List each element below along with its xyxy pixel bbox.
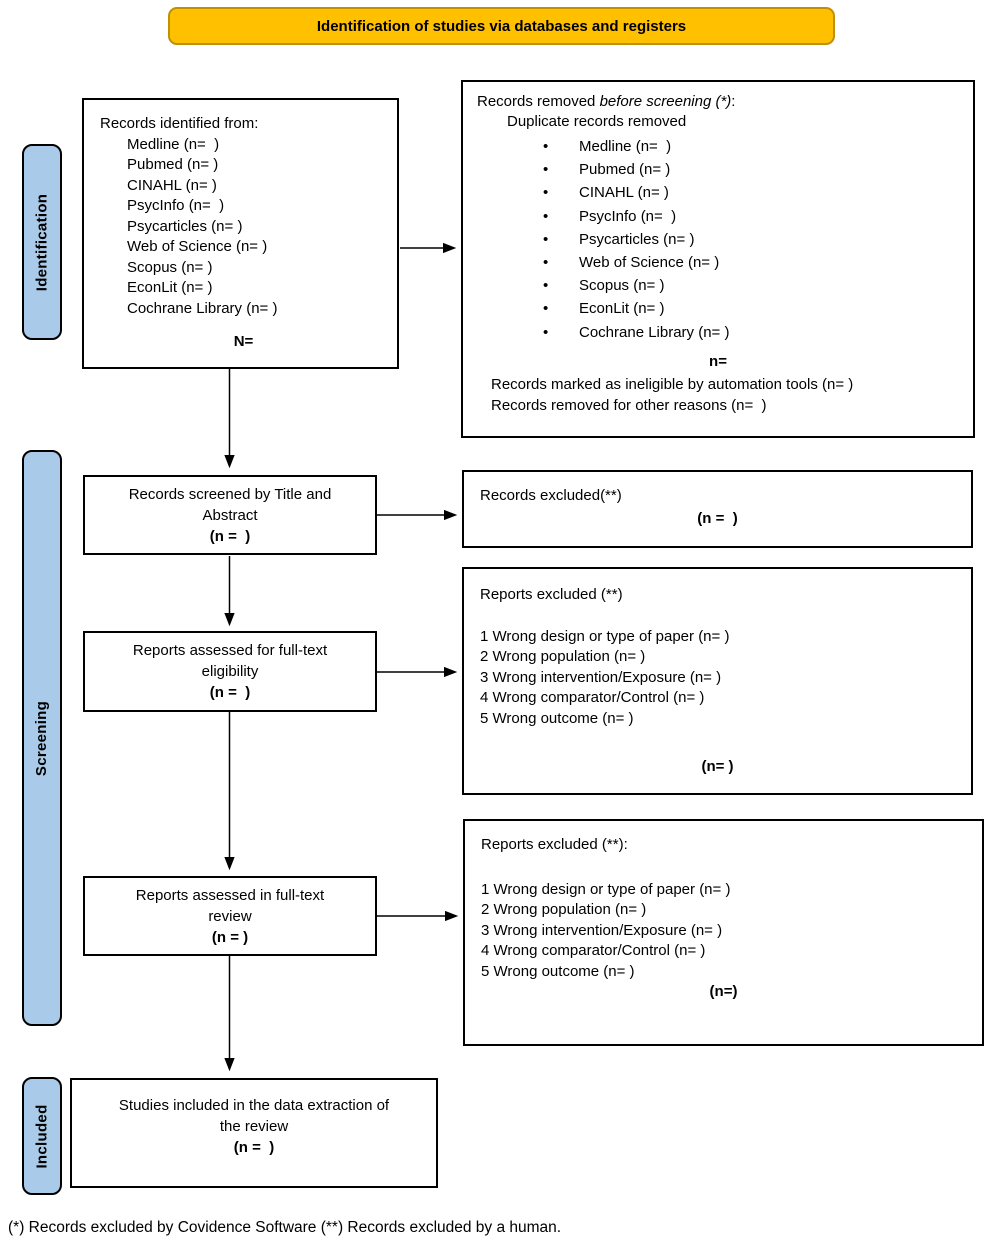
box-records-identified: Records identified from: Medline (n= ) P… xyxy=(82,98,399,369)
box-records-screened: Records screened by Title and Abstract (… xyxy=(83,475,377,555)
exclusion-reason: 2 Wrong population (n= ) xyxy=(481,901,647,918)
records-identified-title: Records identified from: xyxy=(100,115,259,132)
bullet-item-text: Pubmed (n= ) xyxy=(579,161,671,179)
bullet-item: • PsycInfo (n= ) xyxy=(543,205,959,228)
bullet-icon: • xyxy=(543,254,549,272)
bullet-icon: • xyxy=(543,161,549,179)
database-item: EconLit (n= ) xyxy=(127,279,213,296)
reports-excluded-n: (n=) xyxy=(709,983,738,1000)
reports-excluded-list: 1 Wrong design or type of paper (n= ) 2 … xyxy=(481,880,966,983)
database-item: Psycarticles (n= ) xyxy=(127,217,243,235)
stage-label-screening-text: Screening xyxy=(33,700,51,776)
reports-eligibility-line1: Reports assessed for full-text xyxy=(132,642,328,659)
bullet-item: • Web of Science (n= ) xyxy=(543,251,959,274)
box-records-excluded: Records excluded(**) (n = ) xyxy=(462,470,973,548)
bullet-item: • Cochrane Library (n= ) xyxy=(543,321,959,344)
stage-label-identification-text: Identification xyxy=(33,193,51,291)
records-identified-total: N= xyxy=(233,333,254,350)
bullet-item: • Medline (n= ) xyxy=(543,135,959,158)
exclusion-reason: 5 Wrong outcome (n= ) xyxy=(481,962,635,980)
records-removed-title-italic: before screening (*) xyxy=(599,93,732,110)
bullet-item-text: Cochrane Library (n= ) xyxy=(579,323,730,341)
bullet-icon: • xyxy=(543,230,549,248)
database-item: Web of Science (n= ) xyxy=(127,238,268,255)
studies-included-n: (n = ) xyxy=(233,1139,275,1156)
records-screened-line1: Records screened by Title and xyxy=(128,485,332,503)
bullet-item: • Pubmed (n= ) xyxy=(543,158,959,181)
bullet-item: • EconLit (n= ) xyxy=(543,297,959,320)
records-removed-subtitle: Duplicate records removed xyxy=(507,113,687,130)
records-excluded-n: (n = ) xyxy=(697,510,738,527)
bullet-item-text: Medline (n= ) xyxy=(579,138,672,155)
database-item: Cochrane Library (n= ) xyxy=(127,299,278,317)
database-item: PsycInfo (n= ) xyxy=(127,197,225,214)
bullet-item-text: Scopus (n= ) xyxy=(579,277,665,295)
stage-label-identification: Identification xyxy=(22,144,62,340)
bullet-item: • Psycarticles (n= ) xyxy=(543,228,959,251)
bullet-item: • CINAHL (n= ) xyxy=(543,181,959,204)
bullet-item-text: EconLit (n= ) xyxy=(579,300,665,318)
bullet-item-text: Psycarticles (n= ) xyxy=(579,230,695,248)
records-screened-n: (n = ) xyxy=(209,527,251,545)
reports-excluded-n: (n= ) xyxy=(701,758,734,775)
bullet-icon: • xyxy=(543,138,549,155)
bullet-icon: • xyxy=(543,323,549,341)
reports-excluded-list: 1 Wrong design or type of paper (n= ) 2 … xyxy=(480,627,955,730)
exclusion-reason: 5 Wrong outcome (n= ) xyxy=(480,709,634,727)
bullet-icon: • xyxy=(543,207,549,225)
reports-review-n: (n = ) xyxy=(211,928,249,946)
exclusion-reason: 3 Wrong intervention/Exposure (n= ) xyxy=(481,921,723,939)
bullet-icon: • xyxy=(543,184,549,202)
exclusion-reason: 3 Wrong intervention/Exposure (n= ) xyxy=(480,668,722,686)
records-identified-list: Medline (n= ) Pubmed (n= ) CINAHL (n= ) … xyxy=(127,135,387,320)
reports-review-line1: Reports assessed in full-text xyxy=(135,886,325,904)
records-removed-total: n= xyxy=(709,352,727,370)
stage-label-included-text: Included xyxy=(33,1103,51,1169)
records-removed-note-automation: Records marked as ineligible by automati… xyxy=(491,375,854,393)
bullet-item-text: Web of Science (n= ) xyxy=(579,254,720,272)
database-item: Pubmed (n= ) xyxy=(127,156,219,173)
records-screened-line2: Abstract xyxy=(202,506,258,524)
database-item: Scopus (n= ) xyxy=(127,258,213,276)
banner: Identification of studies via databases … xyxy=(168,7,835,45)
studies-included-line2: the review xyxy=(219,1118,289,1135)
reports-review-line2: review xyxy=(208,907,252,925)
records-excluded-title: Records excluded(**) xyxy=(480,487,622,504)
stage-label-included: Included xyxy=(22,1077,62,1195)
bullet-item: • Scopus (n= ) xyxy=(543,274,959,297)
exclusion-reason: 1 Wrong design or type of paper (n= ) xyxy=(481,880,731,898)
bullet-item-text: PsycInfo (n= ) xyxy=(579,207,677,225)
studies-included-line1: Studies included in the data extraction … xyxy=(118,1097,390,1114)
box-reports-excluded-screening: Reports excluded (**) 1 Wrong design or … xyxy=(462,567,973,795)
banner-title: Identification of studies via databases … xyxy=(316,17,687,35)
box-studies-included: Studies included in the data extraction … xyxy=(70,1078,438,1188)
bullet-item-text: CINAHL (n= ) xyxy=(579,184,669,202)
records-removed-title-suffix: : xyxy=(731,93,736,110)
bullet-icon: • xyxy=(543,300,549,318)
exclusion-reason: 2 Wrong population (n= ) xyxy=(480,648,646,665)
reports-eligibility-n: (n = ) xyxy=(209,684,251,701)
records-removed-list: • Medline (n= ) • Pubmed (n= ) • CINAHL (n=… xyxy=(543,135,959,344)
box-reports-eligibility: Reports assessed for full-text eligibili… xyxy=(83,631,377,712)
reports-excluded-title: Reports excluded (**): xyxy=(481,836,628,853)
reports-excluded-title: Reports excluded (**) xyxy=(480,586,623,603)
records-removed-title: Records removed before screening (*): xyxy=(477,92,959,112)
stage-label-screening: Screening xyxy=(22,450,62,1026)
exclusion-reason: 4 Wrong comparator/Control (n= ) xyxy=(481,942,706,959)
database-item: CINAHL (n= ) xyxy=(127,176,217,194)
exclusion-reason: 1 Wrong design or type of paper (n= ) xyxy=(480,627,730,645)
exclusion-reason: 4 Wrong comparator/Control (n= ) xyxy=(480,689,705,706)
bullet-icon: • xyxy=(543,277,549,295)
database-item: Medline (n= ) xyxy=(127,135,220,153)
box-reports-review: Reports assessed in full-text review (n … xyxy=(83,876,377,956)
records-removed-note-other: Records removed for other reasons (n= ) xyxy=(491,396,767,414)
records-removed-title-prefix: Records removed xyxy=(477,93,600,110)
box-reports-excluded-fulltext: Reports excluded (**): 1 Wrong design or… xyxy=(463,819,984,1046)
reports-eligibility-line2: eligibility xyxy=(201,663,259,680)
footnote: (*) Records excluded by Covidence Softwa… xyxy=(8,1219,562,1236)
box-records-removed: Records removed before screening (*): Du… xyxy=(461,80,975,438)
